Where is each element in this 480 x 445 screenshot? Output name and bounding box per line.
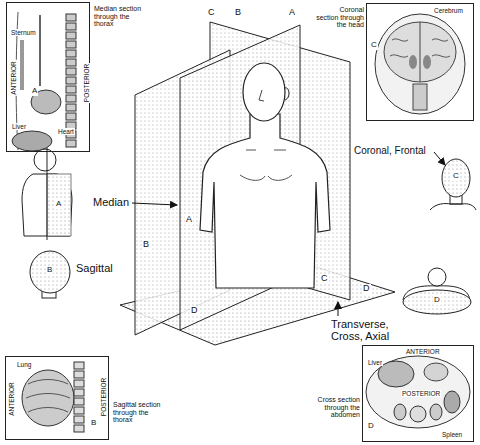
plane-letter: C xyxy=(207,8,216,18)
plane-letter: C xyxy=(370,41,378,50)
section-caption: Median section through the thorax xyxy=(93,5,145,28)
structure-label: Spleen xyxy=(441,431,463,438)
inset-panel: Median section through the thoraxSternum… xyxy=(6,2,90,152)
direction-label: POSTERIOR xyxy=(83,63,90,103)
structure-label: Cerebrum xyxy=(433,7,464,14)
plane-letter: C xyxy=(452,172,460,181)
direction-label: POSTERIOR xyxy=(100,377,107,417)
plane-letter: A xyxy=(31,87,38,96)
plane-letter: D xyxy=(190,306,199,316)
structure-label: Sternum xyxy=(10,29,37,36)
cross-section-art xyxy=(366,356,470,428)
direction-label: ANTERIOR xyxy=(10,60,17,96)
section-caption: Coronal section through the head xyxy=(315,6,365,29)
plane-name: Median xyxy=(92,196,130,208)
direction-label: POSTERIOR xyxy=(401,390,441,397)
inset-panel: Sagittal section through the thoraxLungA… xyxy=(5,356,109,440)
plane-letter: C xyxy=(320,274,329,284)
sagittal-section-art xyxy=(22,362,84,432)
inset-panel: Coronal section through the headCerebrum… xyxy=(366,3,474,121)
section-caption: Cross section through the abdomen xyxy=(313,396,361,419)
plane-letter: D xyxy=(362,284,371,294)
plane-letter: B xyxy=(46,266,53,275)
plane-letter: B xyxy=(234,8,242,18)
structure-label: Liver xyxy=(367,359,383,366)
section-caption: Sagittal section through the thorax xyxy=(112,401,166,424)
inset-panel: Cross section through the abdomenANTERIO… xyxy=(362,345,474,442)
structure-label: Heart xyxy=(57,128,75,135)
plane-letter: A xyxy=(185,215,193,225)
structure-label: Lung xyxy=(16,361,32,368)
direction-label: ANTERIOR xyxy=(8,381,15,417)
plane-letter: B xyxy=(90,419,97,428)
plane-name: Transverse, Cross, Axial xyxy=(330,318,424,342)
plane-letter: A xyxy=(288,8,296,18)
plane-letter: D xyxy=(433,296,441,305)
direction-label: ANTERIOR xyxy=(405,348,441,355)
coronal-section-art xyxy=(375,14,465,114)
plane-letter: B xyxy=(142,240,150,250)
plane-name: Coronal, Frontal xyxy=(353,145,427,156)
plane-letter: A xyxy=(55,200,62,209)
plane-name: Sagittal xyxy=(75,262,114,274)
structure-label: Liver xyxy=(11,123,27,130)
plane-letter: D xyxy=(367,422,375,431)
